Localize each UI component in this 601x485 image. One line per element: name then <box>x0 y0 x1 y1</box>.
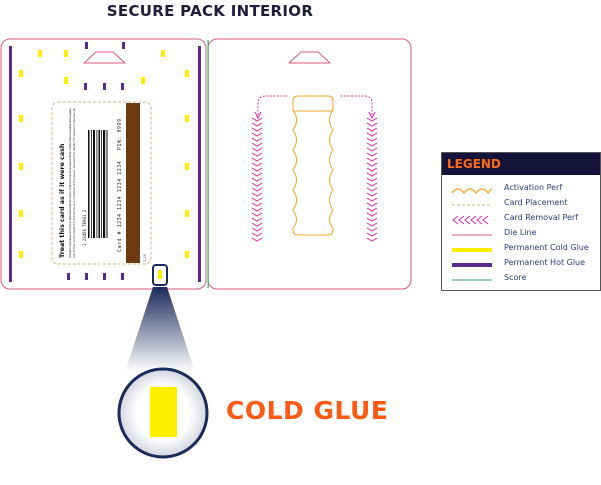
hot-glue-dot <box>67 273 70 280</box>
cold-glue-dot <box>185 70 189 77</box>
hang-tab-hole-right <box>288 51 331 64</box>
hot-glue-dot <box>122 42 125 49</box>
card-removal-perf-right <box>366 117 378 242</box>
cold-glue-dot <box>38 50 42 57</box>
hot-glue-dots-bottom <box>67 273 124 280</box>
hot-glue-dot <box>103 273 106 280</box>
legend-label-card-removal-perf: Card Removal Perf <box>504 213 579 222</box>
cold-glue-highlight-box <box>152 264 168 286</box>
legend-item-activation-perf: Activation Perf <box>442 182 601 197</box>
hot-glue-dot <box>85 273 88 280</box>
cold-glue-dot <box>185 251 189 258</box>
cold-glue-dot <box>19 163 23 170</box>
card-placement-swatch <box>452 204 492 206</box>
cold-glue-dots <box>19 50 189 279</box>
removal-perf-arrow-right-head <box>368 111 376 120</box>
card-removal-perf-left <box>251 117 263 242</box>
legend-item-die-line: Die Line <box>442 227 601 242</box>
cold-glue-swatch <box>452 248 492 252</box>
activation-perf-window <box>292 95 334 236</box>
card-removal-perf-swatch <box>452 215 489 225</box>
legend-label-score: Score <box>504 273 527 282</box>
hot-glue-dot <box>84 83 87 90</box>
legend-label-die-line: Die Line <box>504 228 537 237</box>
hot-glue-strip-left <box>9 46 12 282</box>
card-barcode <box>88 130 108 238</box>
cold-glue-dot <box>19 251 23 258</box>
card-pin: PIN: 9999 <box>117 118 123 150</box>
hot-glue-dot <box>121 273 124 280</box>
hot-glue-dot <box>121 83 124 90</box>
cold-glue-dot <box>64 50 68 57</box>
legend: LEGEND Activation Perf Card Placement Ca… <box>441 152 601 291</box>
hot-glue-dot <box>85 42 88 49</box>
hang-tab-hole-left <box>83 51 126 64</box>
right-panel-die-line <box>207 38 412 290</box>
cold-glue-callout-label: COLD GLUE <box>226 396 389 425</box>
cold-glue-dot <box>185 115 189 122</box>
removal-perf-arrow-left-head <box>254 111 262 120</box>
card-barcode-digits: 1 23456 78901 2 <box>82 209 87 246</box>
cold-glue-dot-highlighted <box>158 270 162 279</box>
hot-glue-swatch <box>452 263 492 267</box>
hot-glue-dots-upper-row <box>84 83 124 90</box>
legend-label-cold-glue: Permanent Cold Glue <box>504 243 589 252</box>
cold-glue-dot <box>19 115 23 122</box>
cold-glue-dot <box>64 77 68 84</box>
hot-glue-strip-right <box>198 46 201 282</box>
cold-glue-dot <box>185 163 189 170</box>
legend-heading: LEGEND <box>442 153 600 175</box>
magnifier-callout <box>117 287 209 459</box>
page-title: SECURE PACK INTERIOR <box>106 2 314 20</box>
legend-item-card-placement: Card Placement <box>442 197 601 212</box>
cold-glue-dot <box>161 50 165 57</box>
removal-perf-arrow-left <box>257 95 288 115</box>
card-fine-print-2: Use of this card is subject to the terms… <box>72 108 76 258</box>
activation-perf-swatch <box>451 188 493 194</box>
removal-perf-arrow-right <box>339 95 373 115</box>
card-magstripe <box>126 103 140 263</box>
cold-glue-dot <box>141 77 145 84</box>
hot-glue-dots-top <box>85 42 125 49</box>
legend-item-cold-glue: Permanent Cold Glue <box>442 242 601 257</box>
cold-glue-dot <box>185 210 189 217</box>
score-swatch <box>452 279 492 281</box>
legend-label-card-placement: Card Placement <box>504 198 568 207</box>
legend-label-activation-perf: Activation Perf <box>504 183 563 192</box>
right-panel <box>207 38 412 290</box>
card-number: Card # 1234 1234 1234 1234 <box>117 161 123 252</box>
gift-card: Treat this card as if it were cash Activ… <box>51 101 152 265</box>
card-headline: Treat this card as if it were cash <box>59 144 66 258</box>
legend-label-hot-glue: Permanent Hot Glue <box>504 258 586 267</box>
magnifier-beam <box>125 287 195 372</box>
legend-item-hot-glue: Permanent Hot Glue <box>442 257 601 272</box>
legend-item-score: Score <box>442 272 601 287</box>
hot-glue-dot <box>103 83 106 90</box>
magnified-cold-glue-dot <box>150 387 177 437</box>
card-fine-print-1: Activation may take up to 24 hours. Not … <box>68 107 72 258</box>
cold-glue-dot <box>19 70 23 77</box>
legend-item-card-removal-perf: Card Removal Perf <box>442 212 601 227</box>
score-line <box>207 40 209 288</box>
card-small-code: 1-20 <box>143 254 147 262</box>
die-line-swatch <box>452 234 492 236</box>
cold-glue-dot <box>19 210 23 217</box>
